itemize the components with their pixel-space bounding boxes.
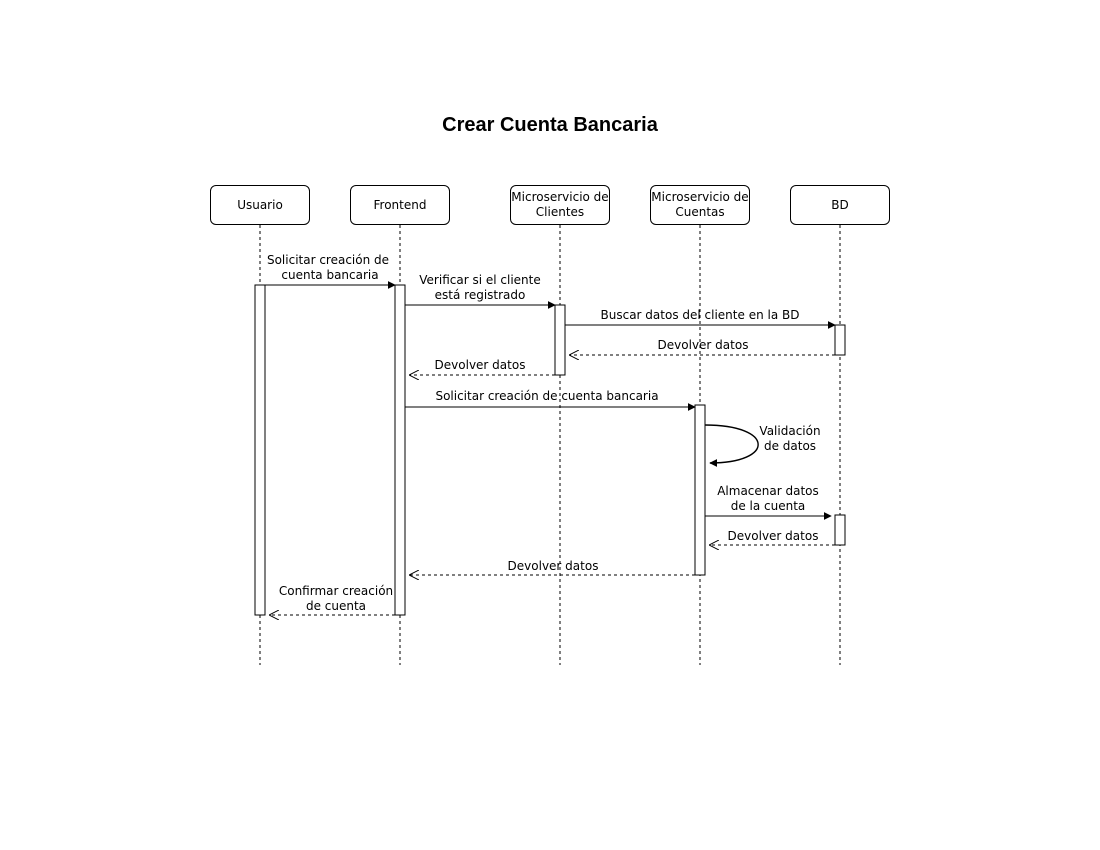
activation-bd-2 bbox=[834, 514, 846, 546]
messages: Solicitar creación de cuenta bancaria Ve… bbox=[265, 253, 836, 615]
message-label-4: Devolver datos bbox=[658, 338, 749, 352]
participant-microservicio-clientes: Microservicio de Clientes bbox=[510, 185, 610, 225]
message-label-10: Devolver datos bbox=[508, 559, 599, 573]
activation-bd-1 bbox=[834, 324, 846, 356]
participant-microservicio-cuentas: Microservicio de Cuentas bbox=[650, 185, 750, 225]
message-label-8b: de la cuenta bbox=[731, 499, 806, 513]
message-label-11b: de cuenta bbox=[306, 599, 366, 613]
activation-bars bbox=[254, 284, 846, 616]
message-arrow-7 bbox=[704, 424, 759, 467]
participant-frontend: Frontend bbox=[350, 185, 450, 225]
message-label-8a: Almacenar datos bbox=[717, 484, 819, 498]
activation-microservicio-cuentas bbox=[694, 404, 706, 576]
message-label-3: Buscar datos del cliente en la BD bbox=[601, 308, 800, 322]
message-label-1b: cuenta bancaria bbox=[281, 268, 378, 282]
participant-usuario: Usuario bbox=[210, 185, 310, 225]
message-label-2b: está registrado bbox=[435, 288, 526, 302]
message-label-2a: Verificar si el cliente bbox=[419, 273, 540, 287]
message-label-7b: de datos bbox=[764, 439, 816, 453]
message-label-7a: Validación bbox=[759, 424, 820, 438]
message-label-11a: Confirmar creación bbox=[279, 584, 393, 598]
message-label-5: Devolver datos bbox=[435, 358, 526, 372]
message-label-1a: Solicitar creación de bbox=[267, 253, 389, 267]
message-label-9: Devolver datos bbox=[728, 529, 819, 543]
activation-microservicio-clientes bbox=[554, 304, 566, 376]
activation-frontend bbox=[394, 284, 406, 616]
diagram-title: Crear Cuenta Bancaria bbox=[442, 114, 658, 136]
participant-bd: BD bbox=[790, 185, 890, 225]
activation-usuario bbox=[254, 284, 266, 616]
message-label-6: Solicitar creación de cuenta bancaria bbox=[435, 389, 658, 403]
